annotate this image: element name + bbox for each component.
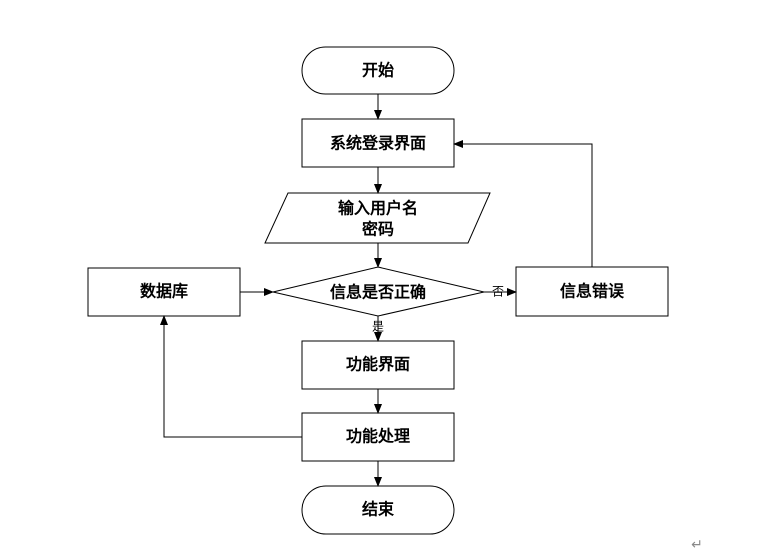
edge-process-to-database	[160, 315, 302, 438]
validation-decision-label: 信息是否正确	[330, 283, 426, 302]
function-ui-node: 功能界面	[301, 340, 455, 390]
error-label: 信息错误	[560, 282, 625, 301]
paragraph-mark-icon: ↵	[691, 537, 703, 553]
input-credentials-label-line2: 密码	[361, 220, 394, 239]
function-process-label: 功能处理	[346, 427, 410, 446]
end-node: 结束	[301, 485, 455, 535]
error-node: 信息错误	[515, 266, 669, 317]
login-screen-node: 系统登录界面	[301, 118, 455, 168]
login-screen-label: 系统登录界面	[330, 134, 426, 153]
edge-label-no: 否	[492, 285, 504, 299]
edge-label-yes: 是	[372, 320, 384, 334]
end-label: 结束	[361, 500, 395, 519]
input-credentials-node: 输入用户名 密码	[264, 192, 491, 244]
function-ui-label: 功能界面	[346, 355, 410, 374]
database-label: 数据库	[140, 282, 188, 301]
start-label: 开始	[362, 61, 394, 80]
validation-decision-node: 信息是否正确	[272, 266, 485, 317]
function-process-node: 功能处理	[301, 412, 455, 462]
input-credentials-label-line1: 输入用户名	[338, 199, 418, 218]
edge-error-to-login	[453, 140, 593, 267]
database-node: 数据库	[87, 267, 241, 317]
start-node: 开始	[301, 46, 455, 95]
